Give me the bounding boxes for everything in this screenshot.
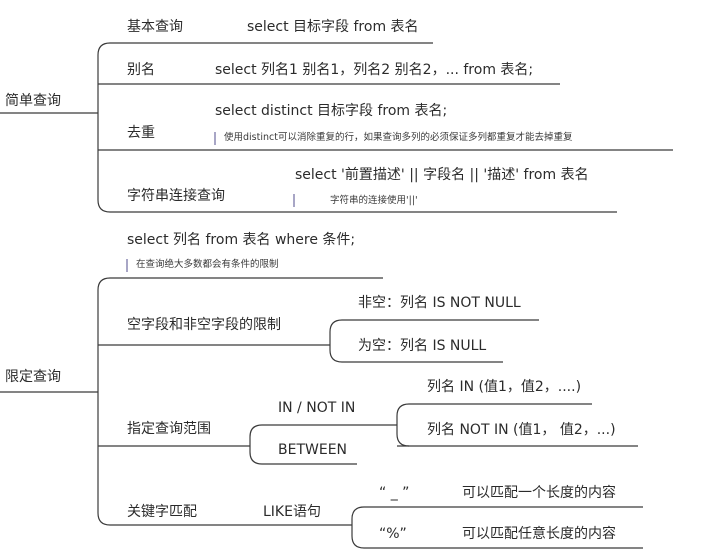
like-label: LIKE语句 — [263, 504, 321, 520]
bracket-limit — [97, 277, 111, 526]
concat-label: 字符串连接查询 — [127, 188, 225, 204]
not-in-item: 列名 NOT IN (值1， 值2，...) — [427, 422, 616, 438]
is-null-item: 为空：列名 IS NULL — [358, 338, 487, 354]
root-simple-query: 简单查询 — [5, 93, 61, 109]
bracket-in — [396, 403, 410, 447]
percent-desc: 可以匹配任意长度的内容 — [462, 526, 616, 542]
underscore-desc: 可以匹配一个长度的内容 — [462, 485, 616, 501]
concat-note: 字符串的连接使用'||' — [330, 195, 418, 206]
basic-query-label: 基本查询 — [127, 19, 183, 35]
keyword-label: 关键字匹配 — [127, 504, 197, 520]
distinct-label: 去重 — [127, 125, 155, 141]
in-item: 列名 IN (值1，值2，....) — [427, 379, 582, 395]
bracket-null — [329, 319, 343, 363]
concat-note-marker — [293, 194, 295, 207]
where-note: 在查询绝大多数都会有条件的限制 — [136, 259, 279, 270]
underscore-wildcard: “ _ ” — [379, 485, 410, 501]
null-limit-label: 空字段和非空字段的限制 — [127, 317, 281, 333]
range-label: 指定查询范围 — [127, 421, 211, 437]
concat-sql: select '前置描述' || 字段名 || '描述' from 表名 — [295, 167, 589, 183]
not-null-item: 非空：列名 IS NOT NULL — [358, 295, 521, 311]
bracket-simple — [97, 42, 111, 213]
where-note-marker — [126, 259, 128, 272]
in-notin-label: IN / NOT IN — [278, 400, 356, 416]
between-label: BETWEEN — [278, 442, 348, 458]
bracket-like — [351, 506, 365, 549]
distinct-note: 使用distinct可以消除重复的行，如果查询多列的必须保证多列都重复才能去掉重… — [224, 132, 573, 143]
where-sql: select 列名 from 表名 where 条件; — [127, 232, 356, 248]
root-limit-query: 限定查询 — [5, 369, 61, 385]
basic-query-sql: select 目标字段 from 表名 — [247, 19, 419, 35]
percent-wildcard: “%” — [379, 526, 407, 542]
bracket-range — [249, 424, 263, 465]
distinct-sql: select distinct 目标字段 from 表名; — [215, 103, 448, 119]
distinct-note-marker — [214, 132, 216, 145]
alias-sql: select 列名1 别名1，列名2 别名2，... from 表名; — [215, 62, 534, 78]
alias-label: 别名 — [127, 62, 155, 78]
